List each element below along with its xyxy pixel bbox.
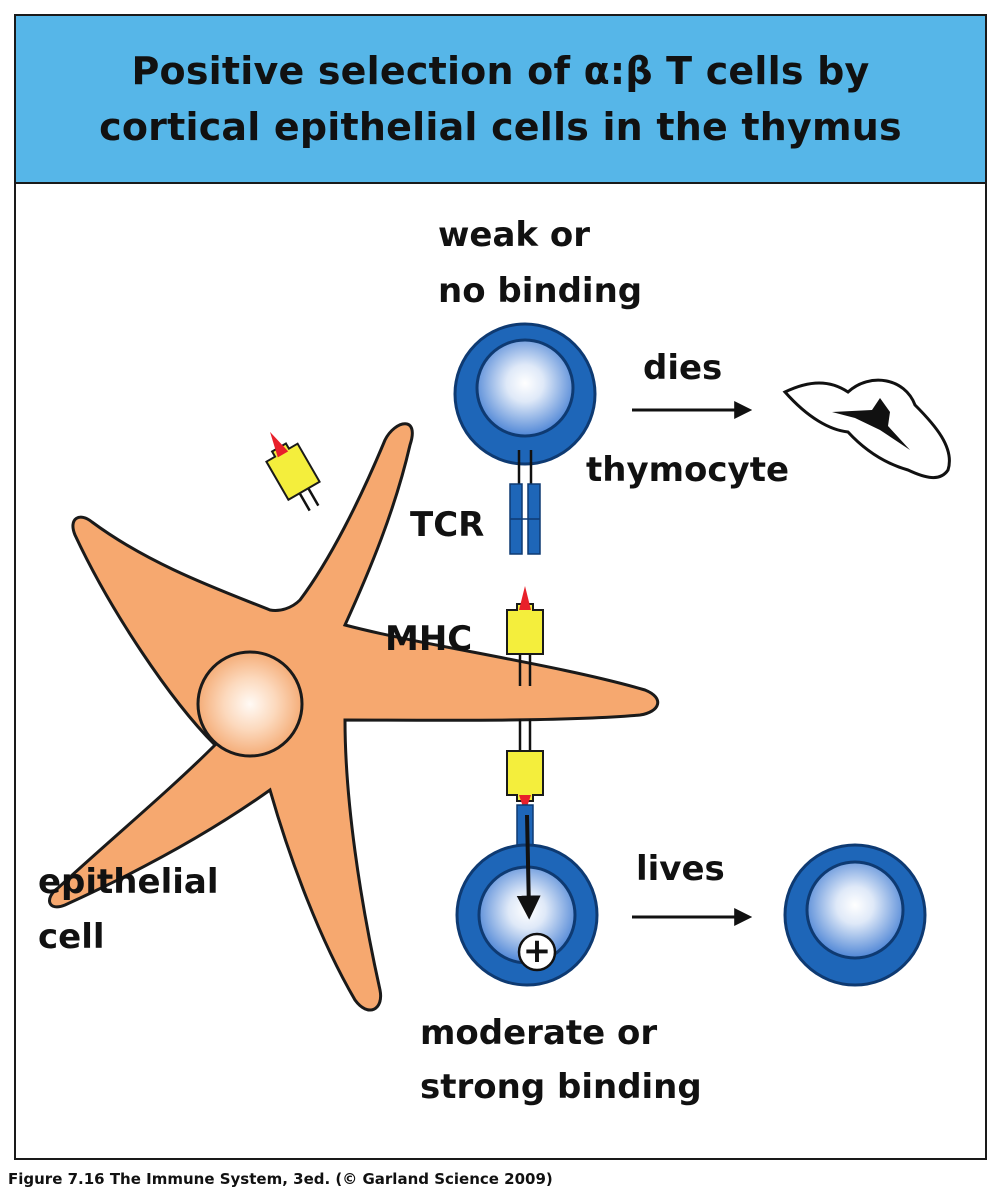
epithelial-cell-label-line1: epithelial bbox=[38, 862, 218, 902]
plus-circle bbox=[517, 932, 557, 972]
title-line-1: Positive selection of α:β T cells by bbox=[131, 49, 870, 93]
plus-sign: + bbox=[523, 931, 552, 971]
dead-cell bbox=[782, 378, 951, 479]
epithelial-cell-body bbox=[48, 422, 659, 1012]
thymocyte-label: thymocyte bbox=[586, 450, 789, 490]
tcr-receptor bbox=[509, 483, 541, 555]
mhc-molecule-center bbox=[506, 586, 544, 686]
thymocyte-top-nucleus bbox=[475, 338, 575, 438]
weak-binding-label-line1: weak or bbox=[438, 215, 590, 255]
epithelial-nucleus bbox=[196, 650, 304, 758]
moderate-binding-label-line1: moderate or bbox=[420, 1013, 657, 1053]
epithelial-cell-label-line2: cell bbox=[38, 917, 105, 957]
mhc-molecule-lower bbox=[506, 719, 544, 813]
tcr-label: TCR bbox=[410, 505, 484, 545]
surviving-thymocyte-nucleus bbox=[805, 860, 905, 960]
dies-label: dies bbox=[643, 348, 722, 388]
weak-binding-label-line2: no binding bbox=[438, 271, 642, 311]
signal-arrow bbox=[516, 814, 541, 920]
title-bar: Positive selection of α:β T cells by cor… bbox=[16, 16, 985, 184]
figure-caption: Figure 7.16 The Immune System, 3ed. (© G… bbox=[8, 1170, 553, 1188]
dead-cell-nucleus bbox=[832, 398, 910, 450]
lives-label: lives bbox=[636, 849, 725, 889]
title-line-2: cortical epithelial cells in the thymus bbox=[99, 105, 902, 149]
mhc-label: MHC bbox=[385, 619, 472, 659]
moderate-binding-label-line2: strong binding bbox=[420, 1067, 702, 1107]
mhc-molecule-upper-arm bbox=[265, 431, 321, 512]
